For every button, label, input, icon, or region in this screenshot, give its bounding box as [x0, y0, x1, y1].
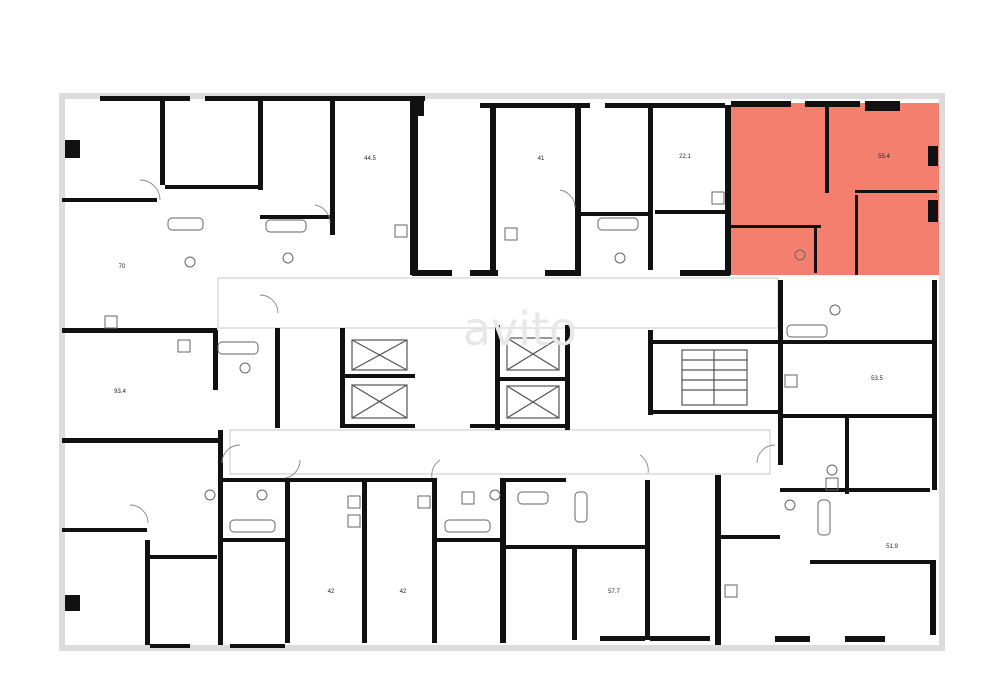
- bathroom-fixtures: [167, 217, 841, 536]
- lower-corridor: [229, 429, 771, 475]
- area-label-53-5: 53.5: [871, 376, 883, 382]
- watermark: avito: [463, 302, 577, 356]
- area-label-57-7: 57.7: [608, 589, 620, 595]
- exterior-walls: [65, 96, 938, 648]
- door-swings: [129, 179, 776, 524]
- area-label-51-9: 51.9: [886, 544, 898, 550]
- area-label-22-1: 22.1: [679, 154, 691, 160]
- interior-walls: [62, 100, 933, 645]
- area-label-55-4: 55.4: [878, 154, 890, 160]
- area-label-41: 41: [538, 156, 545, 162]
- kitchen-stoves: [104, 191, 839, 598]
- highlighted-apartment-walls: [731, 103, 937, 275]
- area-label-42-a: 42: [328, 589, 335, 595]
- elevator-shafts: [351, 337, 560, 419]
- area-label-70: 70: [119, 264, 126, 270]
- highlighted-apartment[interactable]: [731, 103, 939, 275]
- building-outline: [59, 93, 945, 651]
- area-label-42-b: 42: [400, 589, 407, 595]
- area-label-93-4: 93.4: [114, 389, 126, 395]
- staircase: [681, 349, 748, 406]
- upper-corridor: [217, 277, 779, 329]
- area-label-44-5: 44.5: [364, 156, 376, 162]
